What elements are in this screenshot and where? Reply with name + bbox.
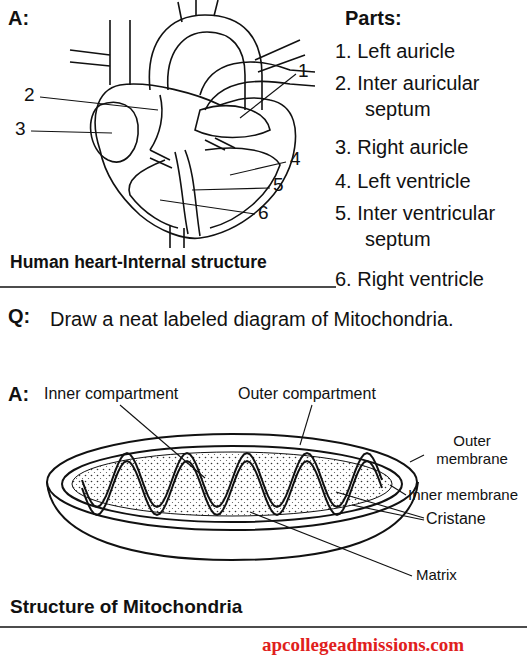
watermark: apcollegeadmissions.com (262, 634, 464, 657)
callout-number: 1 (298, 60, 309, 83)
figure-caption: Structure of Mitochondria (10, 596, 242, 619)
question-marker: Q: (8, 304, 30, 328)
leader-lines (31, 74, 296, 214)
part-label: Outer membrane (426, 432, 518, 468)
part-name: 5. Inter ventricular septum (335, 200, 523, 252)
callout-number: 6 (258, 202, 269, 225)
part-label: Cristane (426, 509, 486, 528)
part-label: Inner membrane (408, 486, 518, 504)
leader-lines (120, 405, 424, 576)
callout-number: 4 (290, 148, 301, 171)
part-label: Matrix (416, 566, 457, 584)
figure-caption: Human heart-Internal structure (10, 252, 267, 273)
part-name: 4. Left ventricle (335, 168, 523, 194)
heart-drawing (70, 0, 315, 248)
callout-number: 2 (24, 84, 35, 107)
part-name: 3. Right auricle (335, 134, 523, 160)
part-name: 6. Right ventricle (335, 266, 523, 292)
answer-marker: A: (8, 382, 29, 406)
callout-number: 5 (273, 174, 284, 197)
callout-number: 3 (15, 118, 26, 141)
list-heading: Parts: (345, 6, 402, 30)
rule (0, 286, 336, 288)
mitochondria-drawing (47, 434, 418, 560)
rule (0, 626, 527, 628)
question-text: Draw a neat labeled diagram of Mitochond… (50, 304, 518, 334)
part-name: 2. Inter auricular septum (335, 70, 523, 122)
part-name: 1. Left auricle (335, 38, 523, 64)
part-label: Inner compartment (44, 384, 178, 403)
answer-marker: A: (8, 6, 29, 30)
part-label: Outer compartment (238, 384, 376, 403)
